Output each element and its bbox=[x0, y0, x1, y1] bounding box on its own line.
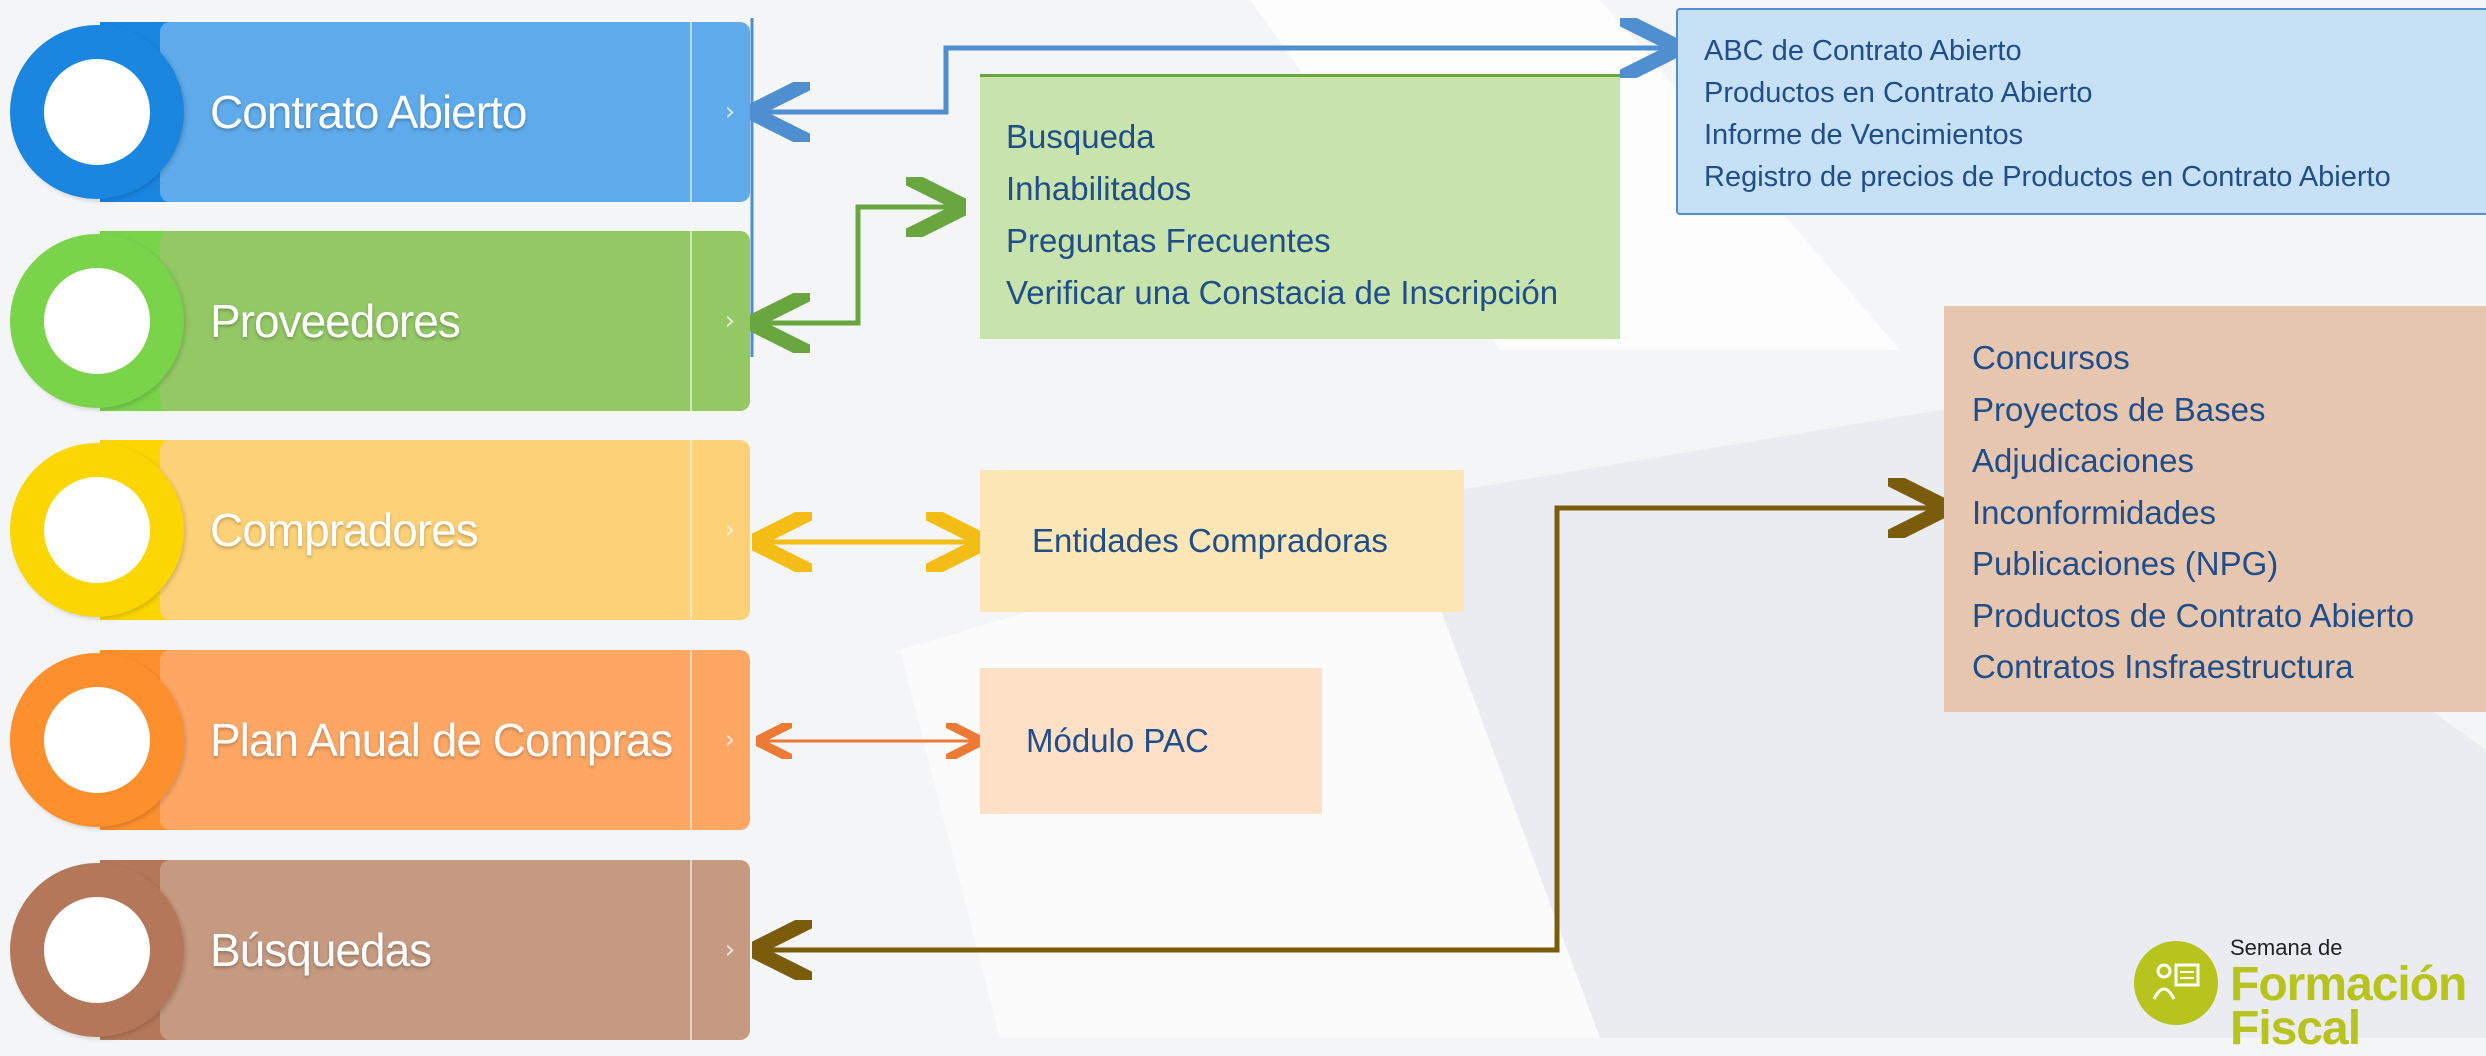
menu-item-bar: Compradores › bbox=[160, 440, 750, 620]
chevron-right-icon: › bbox=[724, 515, 736, 545]
ring-icon bbox=[10, 653, 184, 827]
menu-item-label: Compradores bbox=[210, 504, 479, 556]
people-board-icon bbox=[2134, 941, 2218, 1025]
chevron-right-icon: › bbox=[724, 306, 736, 336]
menu-item-contrato-abierto[interactable]: Contrato Abierto › bbox=[10, 22, 750, 202]
box-item[interactable]: Inconformidades bbox=[1972, 493, 2216, 531]
logo-line1: Semana de bbox=[2230, 935, 2343, 960]
chevron-right-icon: › bbox=[724, 935, 736, 965]
box-item[interactable]: Productos en Contrato Abierto bbox=[1704, 77, 2093, 109]
menu-item-bar: Proveedores › bbox=[160, 231, 750, 411]
menu-item-busquedas[interactable]: Búsquedas › bbox=[10, 860, 750, 1040]
box-item[interactable]: Proyectos de Bases bbox=[1972, 390, 2266, 428]
box-item[interactable]: Publicaciones (NPG) bbox=[1972, 545, 2279, 582]
logo-line3: Fiscal bbox=[2230, 1002, 2361, 1055]
menu-item-proveedores[interactable]: Proveedores › bbox=[10, 231, 750, 411]
menu-item-compradores[interactable]: Compradores › bbox=[10, 440, 750, 620]
box-item[interactable]: Concursos bbox=[1972, 339, 2130, 376]
ring-icon bbox=[10, 443, 184, 617]
chevron-right-icon: › bbox=[724, 97, 736, 127]
menu-item-label: Contrato Abierto bbox=[210, 86, 527, 138]
box-item[interactable]: Adjudicaciones bbox=[1972, 442, 2194, 479]
arrow-proveedores bbox=[760, 207, 956, 323]
menu-item-bar: Contrato Abierto › bbox=[160, 22, 750, 202]
box-pac: Módulo PAC bbox=[980, 668, 1322, 814]
box-item[interactable]: Módulo PAC bbox=[1026, 722, 1209, 759]
box-item[interactable]: Entidades Compradoras bbox=[1032, 522, 1388, 559]
box-item[interactable]: Contratos Insfraestructura bbox=[1972, 648, 2354, 685]
logo: Semana de Formación Fiscal bbox=[2134, 935, 2486, 1055]
menu-item-bar: Búsquedas › bbox=[160, 860, 750, 1040]
arrow-busquedas bbox=[762, 508, 1938, 950]
logo-line2: Formación bbox=[2230, 958, 2467, 1011]
box-item[interactable]: Preguntas Frecuentes bbox=[1006, 222, 1331, 259]
box-item[interactable]: Productos de Contrato Abierto bbox=[1972, 596, 2415, 634]
menu-item-bar: Plan Anual de Compras › bbox=[160, 650, 750, 830]
box-item[interactable]: Verificar una Constacia de Inscripción bbox=[1006, 274, 1559, 311]
arrow-contrato bbox=[760, 48, 1670, 112]
box-item[interactable]: Registro de precios de Productos en Cont… bbox=[1704, 161, 2391, 193]
box-item[interactable]: Busqueda bbox=[1006, 118, 1155, 155]
menu-item-plan-anual-de-compras[interactable]: Plan Anual de Compras › bbox=[10, 650, 750, 830]
chevron-right-icon: › bbox=[724, 725, 736, 755]
menu-item-label: Plan Anual de Compras bbox=[210, 714, 673, 766]
box-item[interactable]: Informe de Vencimientos bbox=[1704, 119, 2024, 151]
menu-item-label: Proveedores bbox=[210, 295, 461, 347]
menu-item-label: Búsquedas bbox=[210, 924, 432, 976]
box-item[interactable]: ABC de Contrato Abierto bbox=[1704, 35, 2022, 67]
box-item[interactable]: Inhabilitados bbox=[1006, 170, 1192, 207]
box-compradores: Entidades Compradoras bbox=[980, 470, 1464, 612]
